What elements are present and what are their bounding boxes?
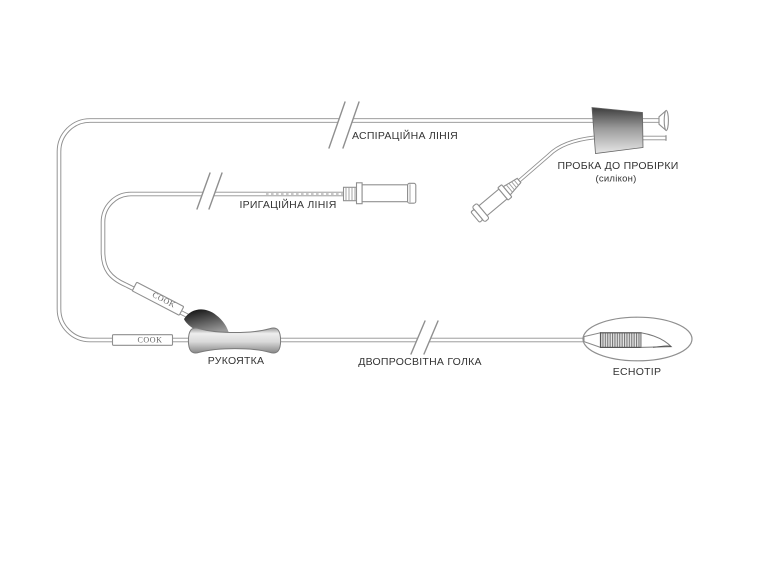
handle-body [187, 327, 282, 354]
aspiration-tube [56, 118, 661, 343]
aspiration-line-label: АСПІРАЦІЙНА ЛІНІЯ [352, 130, 458, 142]
double-lumen-needle-label: ДВОПРОСВІТНА ГОЛКА [358, 356, 482, 368]
vent-flare-cap [663, 110, 669, 131]
break-mark-aspiration [328, 101, 360, 149]
test-tube-stopper-material-label: (силікон) [595, 173, 637, 185]
test-tube-stopper [591, 107, 669, 154]
cook-sleeve-diagonal [132, 281, 184, 316]
stopper-needle-hub [470, 177, 522, 223]
handle-label: РУКОЯТКА [207, 355, 265, 367]
stopper-lower-stub-tube [640, 135, 667, 141]
bevel-edge [652, 345, 672, 348]
echogenic-band [599, 332, 642, 348]
irrigation-line-label: ІРИГАЦІЙНА ЛІНІЯ [239, 199, 337, 211]
brand-text-horizontal: COOK [137, 335, 163, 345]
irrigation-tube [100, 191, 346, 322]
stopper-needle-tube [517, 135, 595, 183]
irrigation-luer-connector [342, 182, 417, 205]
cook-sleeve-horizontal [111, 334, 174, 346]
echotip-label: ECHOTIP [612, 366, 662, 378]
echotip-magnifier [582, 316, 693, 362]
test-tube-stopper-label: ПРОБКА ДО ПРОБІРКИ [557, 160, 679, 172]
break-mark-irrigation [196, 172, 223, 210]
break-mark-needle [410, 320, 439, 355]
handle-assembly [184, 309, 282, 354]
